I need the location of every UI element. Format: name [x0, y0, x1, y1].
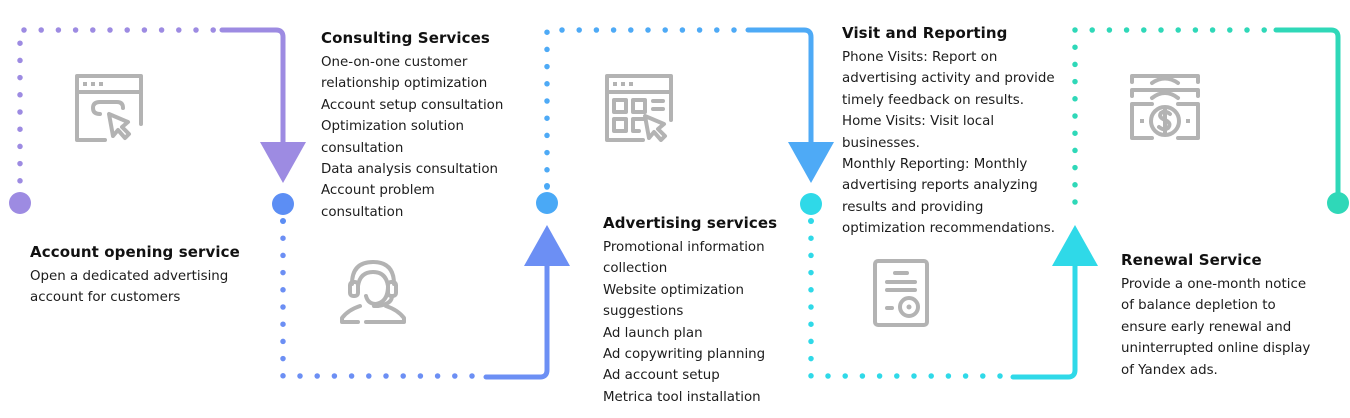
desc-line: collection	[603, 261, 668, 277]
step-node-5	[1327, 192, 1349, 214]
desc-line: of Yandex ads.	[1121, 362, 1218, 378]
browser-click-icon	[75, 74, 143, 142]
browser-dashboard-icon	[605, 74, 673, 142]
step-node-4-dot	[808, 218, 814, 224]
desc-line: Metrica tool installation	[603, 389, 761, 405]
desc-line: of balance depletion to	[1121, 298, 1276, 314]
desc-line: Ad copywriting planning	[603, 347, 766, 363]
desc-line: One-on-one customer	[321, 55, 468, 70]
connector-4	[808, 218, 1098, 380]
step-description: Promotional information collection Websi…	[603, 237, 803, 408]
desc-line: results and providing	[842, 199, 984, 215]
step-visit-reporting: Visit and Reporting Phone Visits: Report…	[842, 24, 1082, 240]
step-title: Advertising services	[603, 214, 778, 232]
desc-line: Optimization solution	[321, 119, 464, 135]
desc-line: Ad launch plan	[603, 325, 703, 341]
headset-support-icon	[340, 260, 406, 324]
step-title: Visit and Reporting	[842, 24, 1008, 42]
desc-line: relationship optimization	[321, 76, 488, 92]
connector-2	[280, 218, 570, 380]
desc-line: businesses.	[842, 135, 920, 151]
desc-line: Ad account setup	[603, 368, 720, 384]
step-description: Open a dedicated advertising account for…	[30, 266, 270, 309]
step-title: Consulting Services	[321, 29, 490, 47]
money-bills-icon	[1130, 74, 1200, 140]
desc-line: Website optimization	[603, 282, 744, 298]
desc-line: advertising reports analyzing	[842, 178, 1038, 194]
step-advertising: Advertising services Promotional informa…	[603, 214, 803, 408]
certificate-document-icon	[873, 259, 929, 327]
step-node-2	[272, 193, 294, 215]
step-description: Provide a one-month notice of balance de…	[1121, 274, 1346, 381]
connector-1	[17, 27, 306, 201]
step-description: Phone Visits: Report on advertising acti…	[842, 47, 1082, 240]
desc-line: timely feedback on results.	[842, 92, 1024, 108]
desc-line: optimization recommendations.	[842, 221, 1055, 237]
desc-line: Home Visits: Visit local	[842, 114, 995, 130]
step-node-1	[9, 192, 31, 214]
desc-line: Monthly Reporting: Monthly	[842, 157, 1028, 173]
desc-line: ensure early renewal and	[1121, 319, 1292, 335]
desc-line: consultation	[321, 140, 404, 156]
arrow-down	[788, 142, 834, 183]
step-consulting: Consulting Services One-on-one customer …	[321, 29, 541, 223]
arrow-up	[1052, 225, 1098, 266]
desc-line: Promotional information	[603, 240, 765, 255]
desc-line: suggestions	[603, 304, 684, 320]
desc-line: Account setup consultation	[321, 97, 504, 113]
step-account-opening: Account opening service Open a dedicated…	[30, 243, 270, 309]
step-node-3	[536, 192, 558, 214]
arrow-down	[260, 142, 306, 183]
step-description: One-on-one customer relationship optimiz…	[321, 52, 541, 223]
desc-line: Provide a one-month notice	[1121, 277, 1307, 292]
connector-5	[1072, 27, 1341, 205]
desc-line: Data analysis consultation	[321, 162, 499, 178]
desc-line: advertising activity and provide	[842, 71, 1055, 87]
desc-line: Phone Visits: Report on	[842, 50, 998, 65]
step-node-3-dot	[544, 183, 550, 189]
desc-line: Open a dedicated advertising	[30, 269, 229, 284]
step-renewal: Renewal Service Provide a one-month noti…	[1121, 251, 1346, 381]
arrow-up	[524, 225, 570, 266]
desc-line: consultation	[321, 204, 404, 220]
connector-3	[544, 27, 834, 190]
step-title: Renewal Service	[1121, 251, 1262, 269]
step-node-4	[800, 193, 822, 215]
step-node-2-dot	[280, 218, 286, 224]
desc-line: Account problem	[321, 183, 435, 199]
desc-line: uninterrupted online display	[1121, 341, 1311, 357]
step-title: Account opening service	[30, 243, 240, 261]
desc-line: account for customers	[30, 290, 181, 306]
